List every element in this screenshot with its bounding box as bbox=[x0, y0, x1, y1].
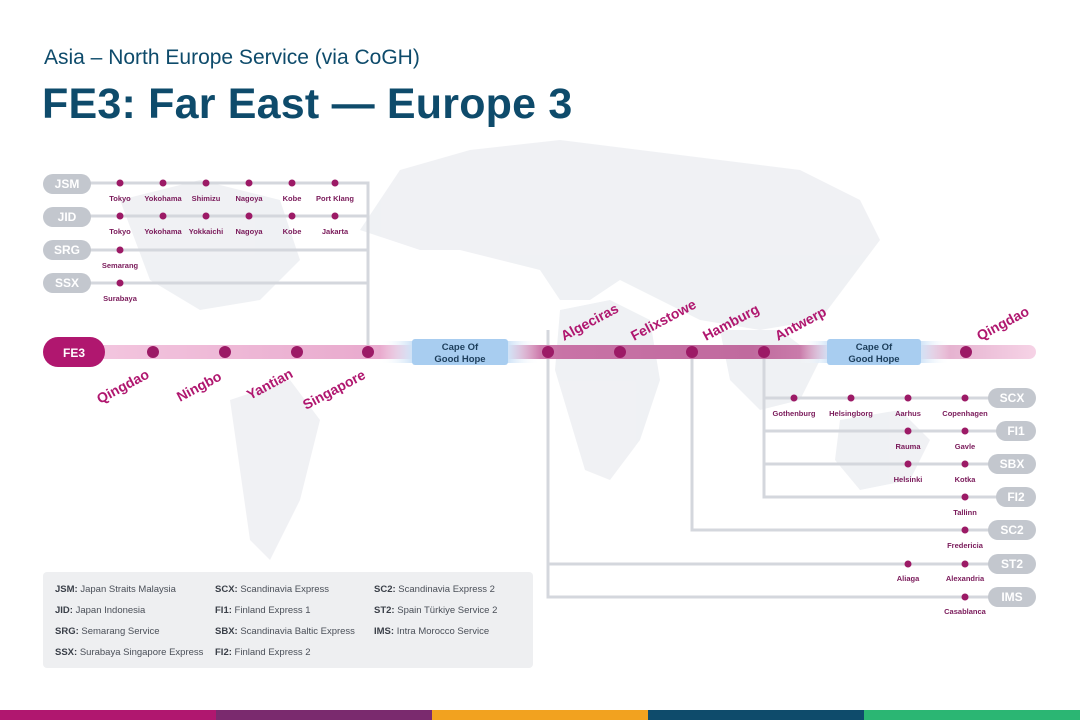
port-label-qingdao-final: Qingdao bbox=[974, 303, 1032, 344]
color-bar-segment bbox=[864, 710, 1080, 720]
legend-item-sc2: SC2: Scandinavia Express 2 bbox=[374, 584, 495, 595]
svg-text:SCX: SCX bbox=[1000, 391, 1025, 405]
svg-text:Semarang: Semarang bbox=[102, 261, 139, 270]
feeder-tag-st2: ST2 bbox=[988, 554, 1036, 574]
svg-text:Kotka: Kotka bbox=[955, 475, 977, 484]
feeder-tag-srg: SRG bbox=[43, 240, 91, 260]
svg-text:SC2: SC2 bbox=[1000, 523, 1024, 537]
svg-text:Helsinki: Helsinki bbox=[894, 475, 923, 484]
svg-text:FI2: FI2 bbox=[1007, 490, 1025, 504]
svg-text:SBX: SBX bbox=[1000, 457, 1025, 471]
feeder-tag-ssx: SSX bbox=[43, 273, 91, 293]
legend-item-sbx: SBX: Scandinavia Baltic Express bbox=[215, 626, 355, 637]
svg-text:SRG: SRG bbox=[54, 243, 80, 257]
svg-text:Aliaga: Aliaga bbox=[897, 574, 920, 583]
svg-text:JSM: JSM bbox=[55, 177, 80, 191]
page-title: FE3: Far East — Europe 3 bbox=[42, 80, 573, 128]
svg-text:Cape Of: Cape Of bbox=[442, 342, 479, 353]
legend-item-ssx: SSX: Surabaya Singapore Express bbox=[55, 647, 204, 658]
legend-item-jid: JID: Japan Indonesia bbox=[55, 605, 146, 616]
svg-text:Shimizu: Shimizu bbox=[192, 194, 221, 203]
svg-text:Nagoya: Nagoya bbox=[235, 227, 263, 236]
fe3-main-line bbox=[90, 345, 1036, 359]
europe-feeder-lines bbox=[546, 330, 1010, 599]
feeder-tag-scx: SCX bbox=[988, 388, 1036, 408]
svg-text:Jakarta: Jakarta bbox=[322, 227, 349, 236]
svg-text:Casablanca: Casablanca bbox=[944, 607, 987, 616]
feeder-tag-sbx: SBX bbox=[988, 454, 1036, 474]
cape-of-good-hope-box-1: Cape Of Good Hope bbox=[412, 339, 508, 365]
svg-text:Gavle: Gavle bbox=[955, 442, 975, 451]
svg-text:Kobe: Kobe bbox=[283, 227, 302, 236]
feeder-tag-jid: JID bbox=[43, 207, 91, 227]
svg-text:Helsingborg: Helsingborg bbox=[829, 409, 873, 418]
color-bar-segment bbox=[432, 710, 648, 720]
svg-text:SSX: SSX bbox=[55, 276, 79, 290]
asia-feeder-lines bbox=[88, 181, 370, 352]
svg-text:Gothenburg: Gothenburg bbox=[773, 409, 816, 418]
legend-item-ims: IMS: Intra Morocco Service bbox=[374, 626, 490, 637]
color-bar-segment bbox=[216, 710, 432, 720]
legend-item-srg: SRG: Semarang Service bbox=[55, 626, 160, 637]
svg-text:Yokohama: Yokohama bbox=[144, 227, 182, 236]
svg-text:Aarhus: Aarhus bbox=[895, 409, 921, 418]
europe-feeder-port-labels: Gothenburg Helsingborg Aarhus Copenhagen… bbox=[773, 409, 989, 616]
main-port-dots bbox=[147, 346, 972, 358]
fe3-service-tag: FE3 bbox=[43, 337, 105, 367]
svg-text:JID: JID bbox=[58, 210, 77, 224]
svg-text:Good Hope: Good Hope bbox=[434, 354, 485, 365]
svg-text:Tokyo: Tokyo bbox=[109, 227, 131, 236]
svg-text:Tallinn: Tallinn bbox=[953, 508, 977, 517]
svg-text:IMS: IMS bbox=[1001, 590, 1022, 604]
feeder-tag-fi1: FI1 bbox=[996, 421, 1036, 441]
feeder-tag-sc2: SC2 bbox=[988, 520, 1036, 540]
svg-text:FI1: FI1 bbox=[1007, 424, 1025, 438]
svg-text:FE3: FE3 bbox=[63, 346, 85, 360]
svg-text:Rauma: Rauma bbox=[895, 442, 921, 451]
legend-item-st2: ST2: Spain Türkiye Service 2 bbox=[374, 605, 498, 616]
svg-text:Copenhagen: Copenhagen bbox=[942, 409, 988, 418]
asia-feeder-dots bbox=[116, 179, 339, 287]
svg-text:Port Klang: Port Klang bbox=[316, 194, 354, 203]
legend-item-fi2: FI2: Finland Express 2 bbox=[215, 647, 311, 658]
feeder-tag-jsm: JSM bbox=[43, 174, 91, 194]
port-label-qingdao: Qingdao bbox=[94, 366, 152, 407]
color-bar-segment bbox=[0, 710, 216, 720]
legend-item-scx: SCX: Scandinavia Express bbox=[215, 584, 330, 595]
port-label-singapore: Singapore bbox=[300, 366, 368, 412]
svg-text:Tokyo: Tokyo bbox=[109, 194, 131, 203]
svg-text:Kobe: Kobe bbox=[283, 194, 302, 203]
cape-of-good-hope-box-2: Cape Of Good Hope bbox=[827, 339, 921, 365]
feeder-tag-fi2: FI2 bbox=[996, 487, 1036, 507]
svg-text:Alexandria: Alexandria bbox=[946, 574, 985, 583]
europe-feeder-dots bbox=[790, 394, 969, 601]
svg-text:Nagoya: Nagoya bbox=[235, 194, 263, 203]
svg-text:Good Hope: Good Hope bbox=[848, 354, 899, 365]
svg-text:ST2: ST2 bbox=[1001, 557, 1023, 571]
color-bar-segment bbox=[648, 710, 864, 720]
feeder-tag-ims: IMS bbox=[988, 587, 1036, 607]
legend-item-fi1: FI1: Finland Express 1 bbox=[215, 605, 311, 616]
svg-text:Cape Of: Cape Of bbox=[856, 342, 893, 353]
brand-color-bar bbox=[0, 710, 1080, 720]
service-legend: JSM: Japan Straits Malaysia JID: Japan I… bbox=[43, 572, 533, 668]
svg-text:Fredericia: Fredericia bbox=[947, 541, 984, 550]
legend-item-jsm: JSM: Japan Straits Malaysia bbox=[55, 584, 176, 595]
svg-text:Yokohama: Yokohama bbox=[144, 194, 182, 203]
port-label-ningbo: Ningbo bbox=[174, 368, 224, 405]
page-subtitle: Asia – North Europe Service (via CoGH) bbox=[44, 46, 420, 69]
asia-feeder-port-labels: Tokyo Yokohama Shimizu Nagoya Kobe Port … bbox=[102, 194, 355, 303]
svg-text:Yokkaichi: Yokkaichi bbox=[189, 227, 223, 236]
svg-text:Surabaya: Surabaya bbox=[103, 294, 138, 303]
